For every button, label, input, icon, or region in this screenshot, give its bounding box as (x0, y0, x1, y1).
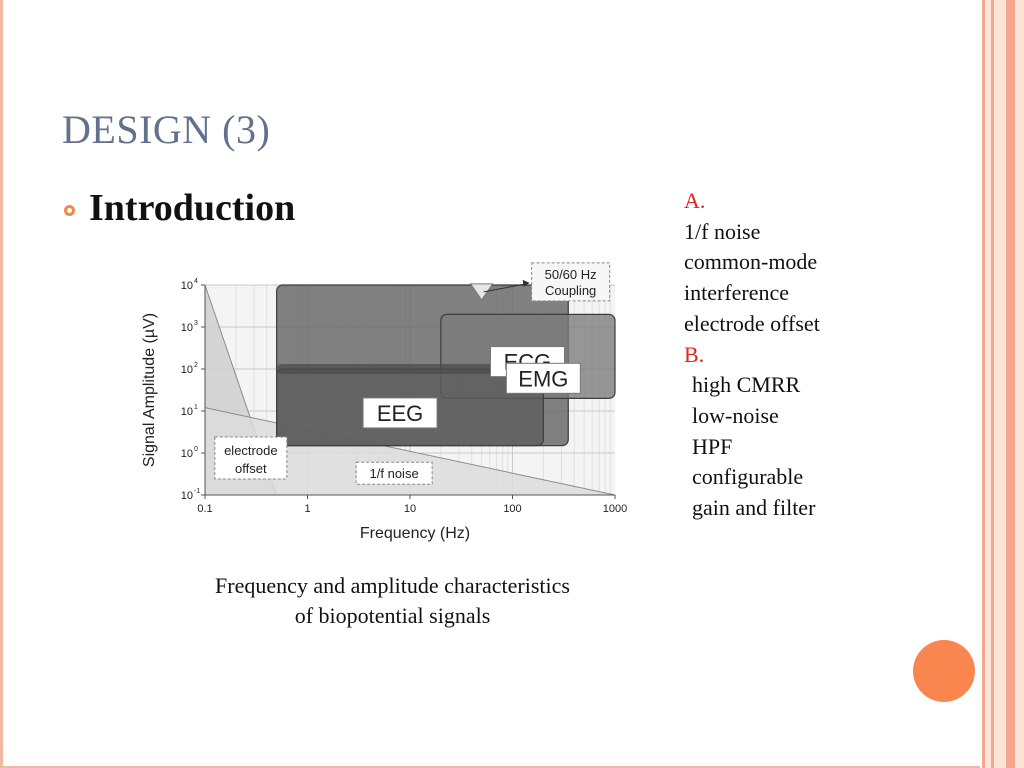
x-tick-label: 1000 (603, 503, 627, 515)
x-tick-label: 100 (503, 503, 521, 515)
figure-caption: Frequency and amplitude characteristics … (140, 571, 645, 631)
noise-label-box (214, 436, 288, 480)
decor-orange-circle (913, 640, 975, 702)
region-label: EEG (377, 401, 423, 426)
notes-b-item: configurable (692, 464, 804, 490)
bullet-ring-icon (64, 204, 75, 216)
slide-title: DESIGN (3) (62, 107, 271, 152)
decor-stripe-1 (982, 0, 985, 768)
y-tick-label: 10 (181, 280, 193, 292)
region-label: EMG (518, 366, 568, 391)
y-tick-label: 10 (181, 406, 193, 418)
y-tick-exponent: 2 (194, 362, 198, 369)
y-tick-exponent: 4 (194, 278, 198, 285)
coupling-marker-icon (469, 283, 494, 301)
y-tick-label: 10 (181, 448, 193, 460)
x-tick-label: 1 (304, 503, 310, 515)
overlay-lines (276, 364, 511, 374)
notes-a-item: electrode offset (684, 310, 820, 336)
coupling-arrowhead-icon (522, 279, 530, 287)
x-tick-label: 0.1 (197, 503, 212, 515)
right-decor-band (982, 0, 1024, 768)
decor-stripe-3 (1006, 0, 1015, 768)
decor-stripe-2 (991, 0, 994, 768)
notes-a-item: 1/f noise (684, 218, 761, 244)
x-tick-label: 10 (404, 503, 416, 515)
y-tick-exponent: -1 (194, 488, 200, 495)
bullet-introduction: Introduction (64, 186, 295, 230)
y-tick-exponent: 0 (194, 446, 198, 453)
coupling-arrow (483, 283, 526, 293)
notes-a-label: A. (684, 188, 706, 213)
notes-b-item: gain and filter (692, 495, 816, 521)
slide-left-border (0, 0, 3, 768)
slide-bottom-border (0, 766, 980, 768)
y-tick-exponent: 3 (194, 320, 198, 327)
bullet-label: Introduction (89, 187, 296, 229)
coupling-label: Coupling (545, 283, 596, 298)
region-label-box (505, 362, 581, 394)
region-label-box (362, 397, 438, 429)
noise-label: electrode (224, 443, 277, 458)
caption-line-1: Frequency and amplitude characteristics (215, 573, 570, 598)
noise-label: offset (235, 461, 267, 476)
notes-b-label: B. (684, 341, 705, 367)
x-axis-label: Frequency (Hz) (360, 525, 470, 542)
overlap-band (276, 364, 511, 374)
notes-b-item: HPF (692, 433, 733, 459)
y-tick-label: 10 (181, 322, 193, 334)
notes-a-item: interference (684, 280, 790, 306)
y-tick-label: 10 (181, 490, 193, 502)
y-tick-exponent: 1 (194, 404, 198, 411)
coupling-label: 50/60 Hz (545, 267, 597, 282)
notes-a-item: common-mode (684, 249, 818, 275)
caption-line-2: of biopotential signals (294, 603, 491, 628)
y-tick-label: 10 (181, 364, 193, 376)
notes-panel: A. 1/f noise common-mode interference el… (684, 186, 820, 524)
y-axis-label: Signal Amplitude (µV) (141, 313, 158, 467)
noise-label-box (355, 461, 433, 485)
notes-b-item: high CMRR (692, 372, 801, 398)
notes-b-item: low-noise (692, 402, 779, 428)
noise-label: 1/f noise (370, 466, 419, 481)
